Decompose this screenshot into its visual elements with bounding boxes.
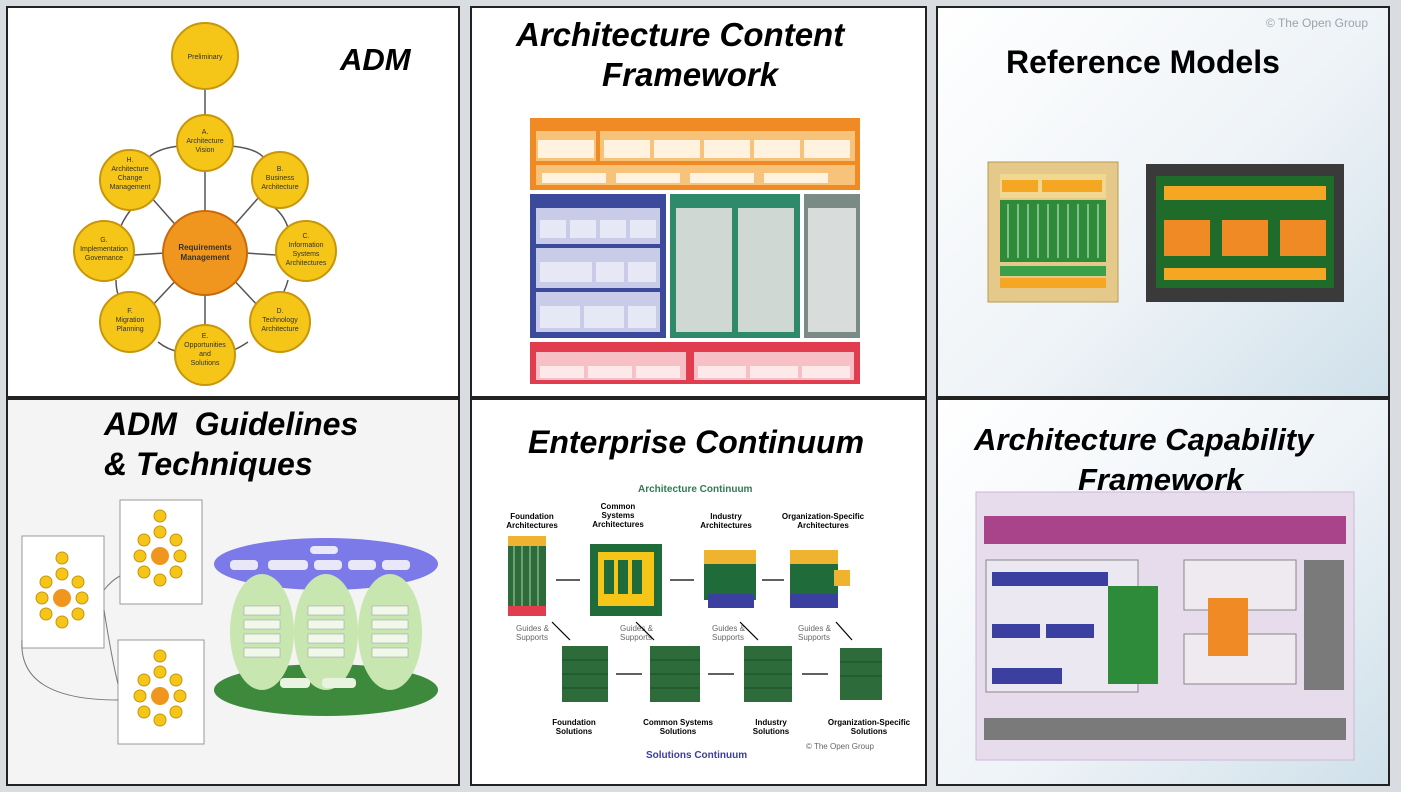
panel-adm-guidelines: ADM Guidelines & Techniques	[6, 398, 460, 786]
svg-text:G.: G.	[100, 237, 107, 244]
continuum-copyright: © The Open Group	[806, 742, 875, 751]
svg-text:Architectures: Architectures	[286, 260, 327, 267]
svg-text:Information: Information	[288, 242, 323, 249]
adm-node-c	[275, 220, 337, 282]
svg-text:C.: C.	[303, 233, 310, 240]
copyright-top: © The Open Group	[1265, 16, 1368, 30]
top-label-1: Common Systems Architectures	[592, 502, 644, 529]
panel-enterprise-continuum: Enterprise Continuum Architecture Contin…	[470, 398, 927, 786]
guides-0: Guides & Supports	[516, 624, 549, 642]
svg-text:Vision: Vision	[196, 147, 215, 154]
adm-node-b	[251, 151, 309, 209]
adm-node-d	[249, 291, 311, 353]
capability-diagram	[975, 491, 1355, 761]
bottom-label-0: Foundation Solutions	[552, 718, 596, 736]
panel-title-guidelines-line1: ADM Guidelines	[104, 406, 359, 442]
svg-text:Management: Management	[181, 253, 230, 262]
top-label-3: Organization-Specific Architectures	[781, 512, 865, 530]
guides-2: Guides & Supports	[712, 624, 745, 642]
svg-text:Systems: Systems	[293, 251, 320, 258]
svg-text:Opportunities: Opportunities	[184, 342, 226, 349]
adm-node-a	[176, 114, 234, 172]
guidelines-diagrams	[21, 499, 438, 745]
svg-text:H.: H.	[127, 157, 134, 164]
panel-title-acf-line2: Framework	[602, 56, 779, 93]
svg-text:D.: D.	[277, 308, 284, 315]
bottom-label-1: Common Systems Solutions	[643, 718, 713, 736]
adm-node-preliminary	[171, 22, 239, 90]
guides-1: Guides & Supports	[620, 624, 653, 642]
panel-title-capability-line2: Framework	[1078, 462, 1244, 497]
continuum-diagram	[508, 536, 882, 702]
top-label-2: Industry Architectures	[700, 512, 752, 530]
panel-reference-models: © The Open Group Reference Models	[936, 6, 1390, 398]
panel-title-acf-line1: Architecture Content	[516, 16, 845, 53]
svg-text:Implementation: Implementation	[80, 246, 128, 253]
adm-node-g	[73, 220, 135, 282]
svg-text:Architecture: Architecture	[111, 166, 148, 173]
svg-text:Migration: Migration	[116, 317, 145, 324]
top-label-0: Foundation Architectures	[506, 512, 558, 530]
adm-node-e	[174, 324, 236, 386]
svg-text:Governance: Governance	[85, 255, 123, 262]
panel-title-adm: ADM	[340, 42, 411, 77]
adm-label-preliminary: Preliminary	[187, 54, 223, 61]
bottom-label-2: Industry Solutions	[752, 718, 790, 736]
svg-text:Planning: Planning	[116, 326, 143, 333]
panel-title-capability-line1: Architecture Capability	[974, 422, 1314, 457]
svg-text:F.: F.	[127, 308, 133, 315]
reference-models-diagrams	[987, 161, 1344, 303]
svg-text:and: and	[199, 351, 211, 358]
acf-diagram	[530, 118, 860, 384]
svg-text:Change: Change	[118, 175, 143, 182]
bottom-label-3: Organization-Specific Solutions	[827, 718, 911, 736]
panel-title-guidelines-line2: & Techniques	[104, 446, 313, 482]
svg-text:Management: Management	[110, 184, 151, 191]
svg-text:Business: Business	[266, 175, 295, 182]
panel-adm: ADM	[6, 6, 460, 398]
adm-node-h	[99, 149, 161, 211]
svg-text:Architecture: Architecture	[261, 184, 298, 191]
svg-text:Requirements: Requirements	[178, 243, 232, 252]
panel-title-reference-models: Reference Models	[1006, 44, 1280, 80]
solutions-continuum-label: Solutions Continuum	[646, 750, 748, 761]
adm-node-requirements	[162, 210, 248, 296]
adm-node-f	[99, 291, 161, 353]
svg-text:Solutions: Solutions	[191, 360, 220, 367]
svg-text:Architecture: Architecture	[261, 326, 298, 333]
svg-text:E.: E.	[202, 333, 209, 340]
svg-text:Architecture: Architecture	[186, 138, 223, 145]
svg-text:B.: B.	[277, 166, 284, 173]
panel-architecture-capability-framework: Architecture Capability Framework	[936, 398, 1390, 786]
panel-architecture-content-framework: Architecture Content Framework	[470, 6, 927, 398]
svg-text:Technology: Technology	[262, 317, 298, 324]
panel-title-enterprise-continuum: Enterprise Continuum	[528, 424, 865, 460]
svg-text:A.: A.	[202, 129, 209, 136]
architecture-continuum-label: Architecture Continuum	[638, 484, 753, 495]
guides-3: Guides & Supports	[798, 624, 831, 642]
